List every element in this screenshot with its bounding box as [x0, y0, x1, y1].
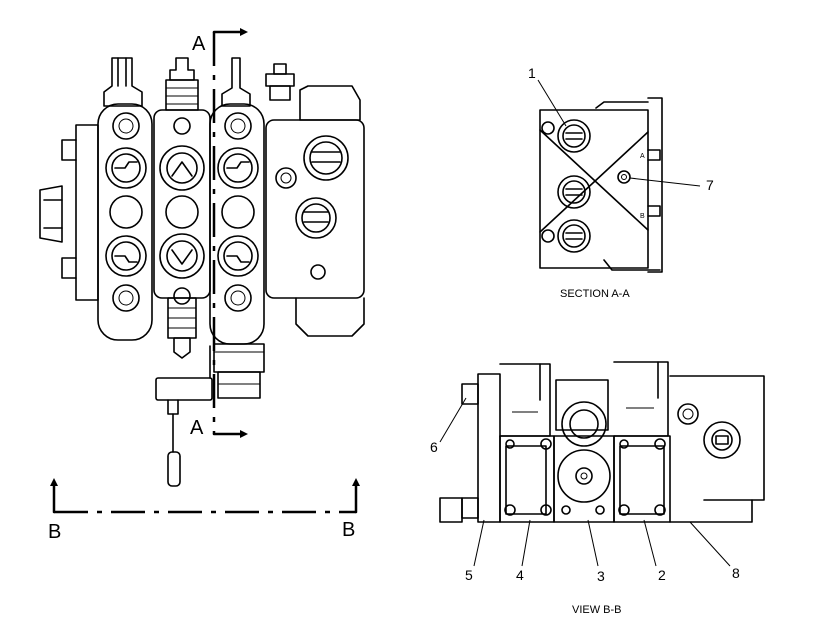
- callout-2: 2: [658, 567, 666, 583]
- callout-7: 7: [706, 177, 714, 193]
- top-fitting: [265, 63, 361, 121]
- small-mark-b: B: [640, 213, 645, 220]
- section-a-a-view: A B 1 7 SECTION A-A: [528, 65, 714, 300]
- callout-8: 8: [732, 565, 740, 581]
- callout-4: 4: [516, 567, 524, 583]
- lever-handle: [155, 345, 213, 487]
- end-cover: [265, 119, 365, 337]
- view-marker-left: B: [48, 521, 61, 543]
- valve-assembly-front: [39, 57, 365, 487]
- callout-6: 6: [430, 439, 438, 455]
- section-marker-top: A: [192, 33, 206, 55]
- valve-section-1: [97, 57, 153, 341]
- valve-section-2: [153, 57, 211, 359]
- section-marker-bottom: A: [190, 417, 204, 439]
- small-mark-a: A: [640, 153, 645, 160]
- view-marker-right: B: [342, 519, 355, 541]
- view-b-b-caption: VIEW B-B: [572, 604, 622, 616]
- callout-3: 3: [597, 568, 605, 584]
- section-line-a: A A: [190, 28, 248, 439]
- section-a-a-caption: SECTION A-A: [560, 288, 630, 300]
- valve-section-3: [209, 57, 265, 399]
- view-line-b: B B: [48, 478, 360, 543]
- callout-1: 1: [528, 65, 536, 81]
- callout-5: 5: [465, 567, 473, 583]
- view-b-b: 6 5 4 3 2 8 VIEW B-B: [430, 361, 765, 616]
